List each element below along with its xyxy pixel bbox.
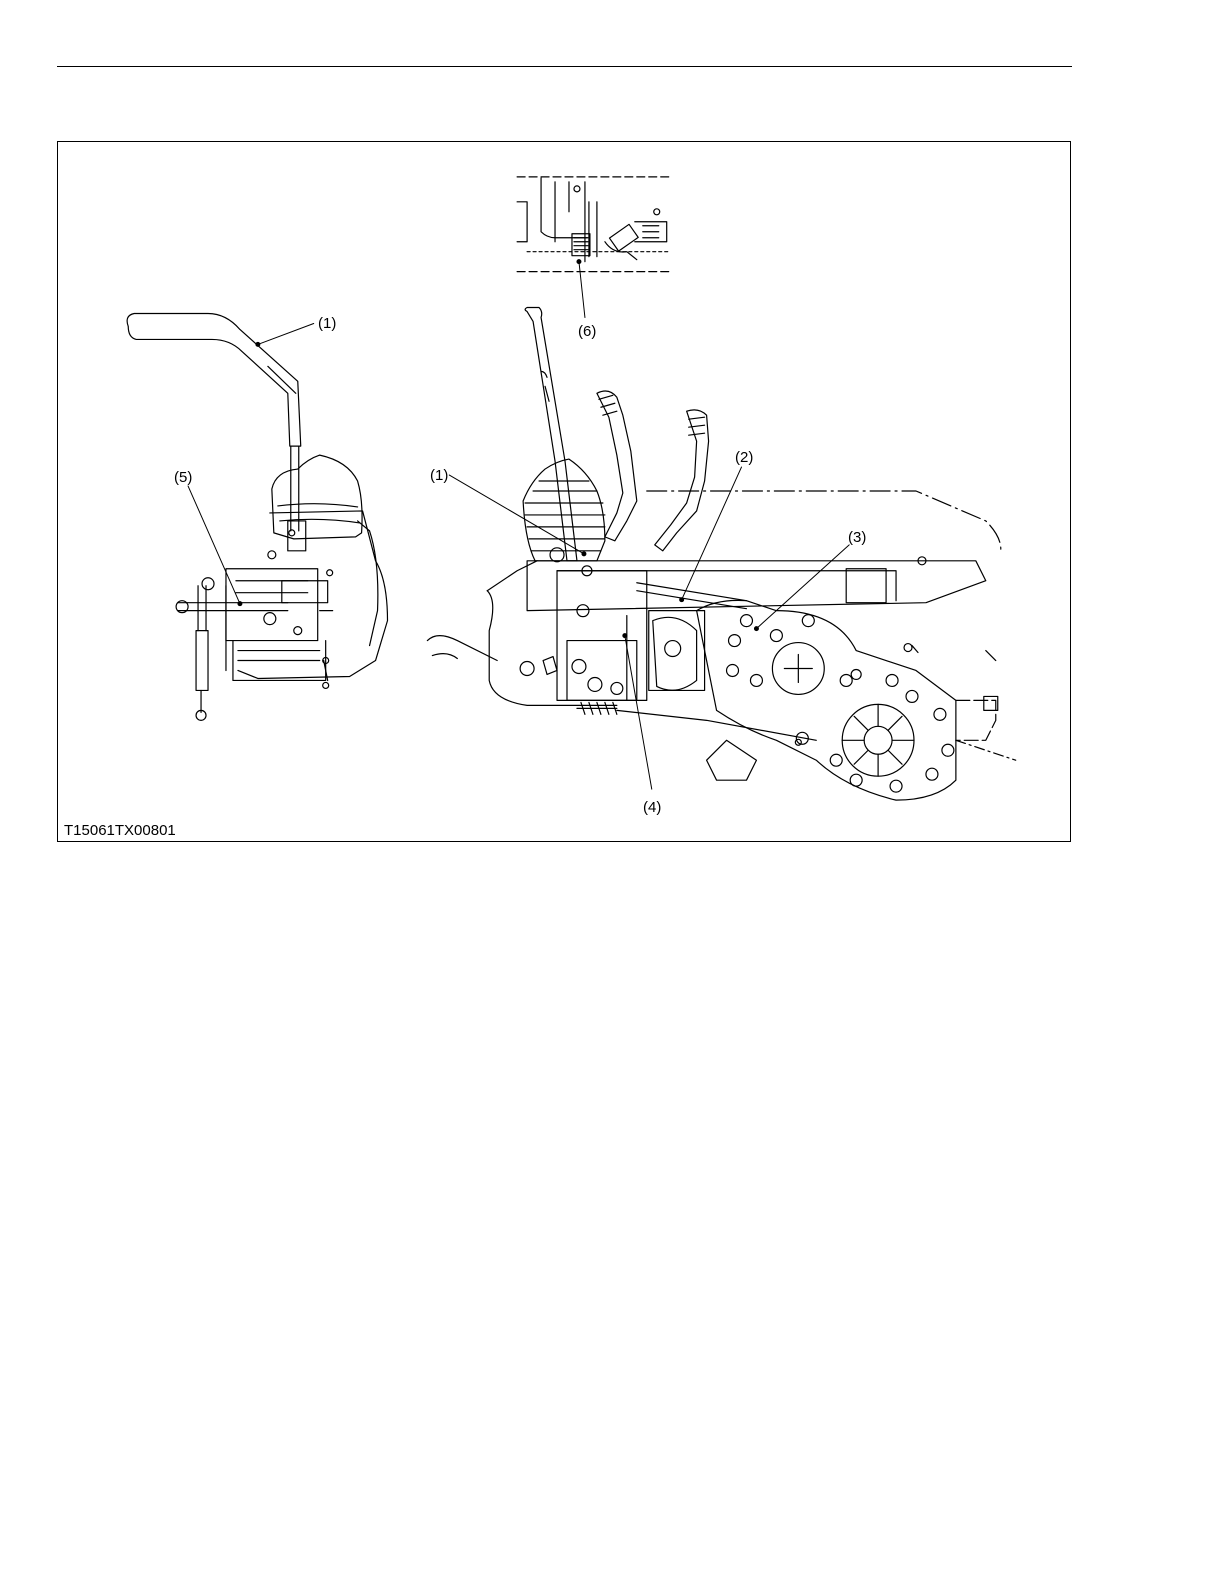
mechanism-drawing: [58, 142, 1070, 841]
right-mechanism: [427, 308, 1015, 801]
callout-1-right: (1): [430, 468, 448, 484]
callout-5: (5): [174, 470, 192, 486]
callout-1-left: (1): [318, 316, 336, 332]
callout-4: (4): [643, 800, 661, 816]
callout-3: (3): [848, 530, 866, 546]
header-rule: [57, 66, 1072, 67]
callout-6: (6): [578, 324, 596, 340]
inset-detail: [517, 177, 669, 272]
figure-id: T15061TX00801: [64, 822, 176, 839]
left-lever-assembly: [127, 314, 387, 721]
callout-2: (2): [735, 450, 753, 466]
figure-frame: (1) (5) (6) (1) (2) (3) (4) T15061TX0080…: [57, 141, 1071, 842]
